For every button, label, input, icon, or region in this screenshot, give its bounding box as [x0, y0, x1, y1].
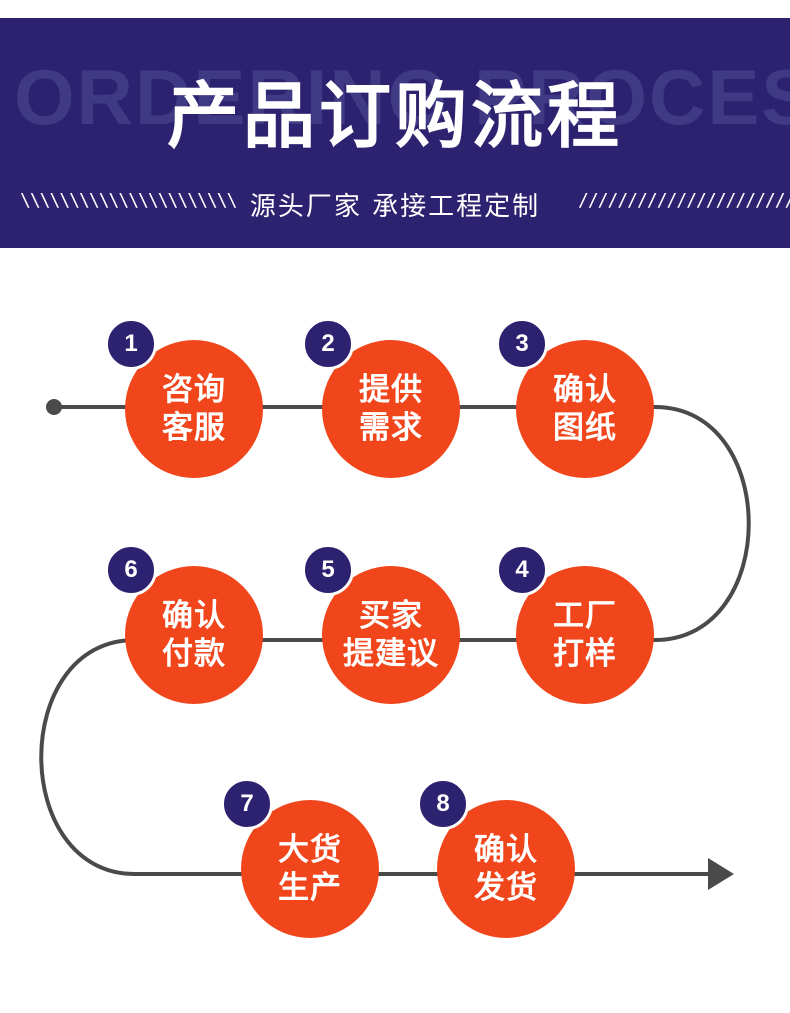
- step-8: 确认 发货 8: [417, 778, 575, 938]
- step-3: 确认 图纸 3: [496, 318, 654, 478]
- step-number-badge: 3: [496, 318, 548, 370]
- flow-end-arrow-icon: [708, 858, 734, 890]
- step-6: 确认 付款 6: [105, 544, 263, 704]
- subtitle-row: \\\\\\\\\\\\\\\\\\\\\\ 源头厂家 承接工程定制 /////…: [0, 184, 790, 222]
- step-number-badge: 4: [496, 544, 548, 596]
- header-banner: ORDERING PROCESS 产品订购流程 \\\\\\\\\\\\\\\\…: [0, 18, 790, 248]
- page-title: 产品订购流程: [166, 74, 623, 158]
- step-4: 工厂 打样 4: [496, 544, 654, 704]
- step-7: 大货 生产 7: [221, 778, 379, 938]
- step-label-line2: 提建议: [343, 636, 439, 672]
- step-number-badge: 2: [302, 318, 354, 370]
- step-circle: 大货 生产: [241, 800, 379, 938]
- step-5: 买家 提建议 5: [302, 544, 460, 704]
- step-label-line2: 打样: [553, 636, 617, 672]
- step-1: 咨询 客服 1: [105, 318, 263, 478]
- step-number-badge: 7: [221, 778, 273, 830]
- step-label-line2: 需求: [359, 410, 423, 446]
- step-number-badge: 8: [417, 778, 469, 830]
- step-label-line2: 付款: [162, 636, 226, 672]
- step-circle: 提供 需求: [322, 340, 460, 478]
- step-2: 提供 需求 2: [302, 318, 460, 478]
- step-label-line1: 工厂: [553, 598, 617, 634]
- step-label-line2: 生产: [278, 870, 342, 906]
- step-label-line1: 提供: [359, 372, 423, 408]
- step-number-badge: 6: [105, 544, 157, 596]
- background-watermark-text: ORDERING PROCESS: [14, 53, 790, 141]
- step-label-line2: 图纸: [553, 410, 617, 446]
- step-label-line1: 确认: [162, 598, 226, 634]
- step-label-line1: 买家: [359, 598, 423, 634]
- step-label-line1: 确认: [474, 832, 538, 868]
- flow-start-dot: [46, 399, 62, 415]
- right-slash-decoration: ////////////////////////: [578, 190, 790, 211]
- step-label-line2: 发货: [474, 870, 538, 906]
- step-number-badge: 5: [302, 544, 354, 596]
- left-slash-decoration: \\\\\\\\\\\\\\\\\\\\\\: [20, 190, 237, 211]
- step-number-badge: 1: [105, 318, 157, 370]
- step-label-line1: 大货: [278, 832, 342, 868]
- subtitle: 源头厂家 承接工程定制: [249, 192, 541, 222]
- step-circle: 确认 付款: [125, 566, 263, 704]
- step-label-line1: 咨询: [162, 372, 226, 408]
- step-label-line2: 客服: [162, 410, 226, 446]
- step-label-line1: 确认: [553, 372, 617, 408]
